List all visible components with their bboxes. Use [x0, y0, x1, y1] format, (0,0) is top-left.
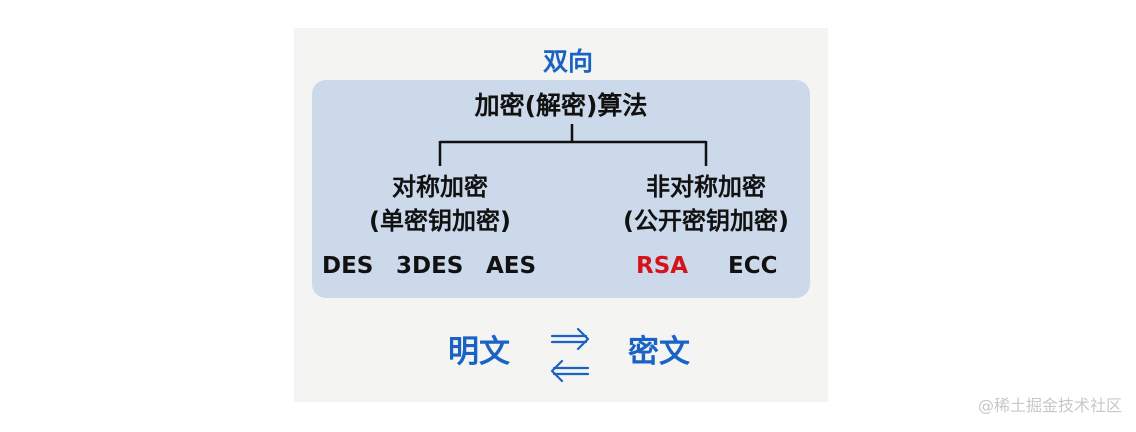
watermark: @稀土掘金技术社区 — [977, 396, 1122, 415]
algorithm-aes: AES — [486, 253, 537, 279]
symmetric-encryption-label: 对称加密 — [392, 173, 488, 201]
algorithm-box — [312, 80, 810, 298]
algorithm-box-title: 加密(解密)算法 — [474, 91, 648, 120]
asymmetric-encryption-label: 非对称加密 — [646, 173, 766, 201]
algorithm-ecc: ECC — [728, 253, 778, 279]
algorithm-3des: 3DES — [396, 253, 464, 279]
asymmetric-encryption-sublabel: (公开密钥加密) — [623, 207, 789, 235]
bidirectional-arrows-icon — [550, 327, 590, 383]
direction-title: 双向 — [542, 47, 593, 76]
plaintext-label: 明文 — [448, 334, 510, 370]
algorithm-rsa: RSA — [636, 253, 689, 279]
algorithm-des: DES — [322, 253, 374, 279]
ciphertext-label: 密文 — [628, 334, 690, 370]
symmetric-encryption-sublabel: (单密钥加密) — [369, 207, 511, 235]
